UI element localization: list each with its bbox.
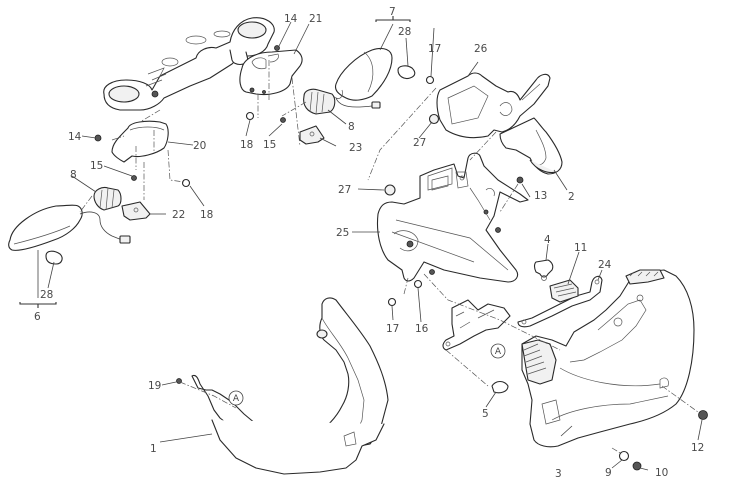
pad-12 (698, 410, 708, 420)
bulb-holder (533, 259, 554, 281)
callout-27-top: 27 (413, 137, 426, 149)
instrument-panel-cover (436, 72, 551, 139)
svg-text:A: A (495, 347, 502, 357)
grommet-5 (491, 380, 509, 394)
callout-21: 21 (309, 13, 322, 25)
svg-text:A: A (233, 394, 240, 404)
callout-18-left: 18 (200, 209, 213, 221)
indicator-rubber-mount-left (93, 186, 122, 211)
screw-14-top (274, 45, 280, 51)
screw-18-left (181, 178, 191, 188)
left-turn-indicator (8, 204, 131, 251)
assembly-bracket-7 (375, 16, 411, 22)
right-indicator-bulb (397, 65, 416, 80)
left-fork-clamp-cover (111, 120, 169, 170)
callout-12: 12 (691, 442, 704, 454)
callout-15-center: 15 (263, 139, 276, 151)
leader-lines (37, 21, 703, 471)
right-turn-indicator (329, 47, 393, 109)
left-indicator-bulb (45, 250, 63, 265)
screw-15-center (280, 117, 286, 123)
callout-14-left: 14 (68, 131, 82, 143)
callout-9: 9 (605, 467, 612, 479)
callout-14-top: 14 (284, 13, 298, 25)
reference-marker-a-left: A (228, 390, 244, 406)
callout-4: 4 (544, 234, 551, 246)
reference-marker-a-right: A (490, 343, 506, 359)
mounting-plate (442, 299, 511, 351)
callout-17-bottom: 17 (386, 323, 399, 335)
screw-18-center (245, 111, 255, 121)
washer-9 (618, 450, 630, 462)
relay-bracket (517, 275, 603, 328)
callout-2: 2 (568, 191, 575, 203)
callout-15-left: 15 (90, 160, 103, 172)
relay (549, 279, 579, 303)
pad-13 (516, 176, 524, 184)
left-indicator-bracket (121, 201, 151, 221)
screw-15-left (131, 175, 137, 181)
callout-7: 7 (389, 6, 396, 18)
callout-8-left: 8 (70, 169, 77, 181)
callout-1: 1 (150, 443, 157, 455)
callout-27-middle: 27 (338, 184, 351, 196)
bushing-27-middle (384, 184, 396, 196)
callout-8-right: 8 (348, 121, 355, 133)
callout-11: 11 (574, 242, 587, 254)
callout-10: 10 (655, 467, 668, 479)
screw-16 (413, 279, 423, 289)
nut-10 (632, 461, 642, 471)
callout-26: 26 (474, 43, 488, 55)
callout-16: 16 (415, 323, 429, 335)
callout-18-center: 18 (240, 139, 253, 151)
top-yoke (103, 17, 275, 111)
callout-19: 19 (148, 380, 161, 392)
callout-25: 25 (336, 227, 349, 239)
callout-28-right: 28 (398, 26, 411, 38)
screw-17-bottom (387, 297, 397, 307)
assembly-axes (79, 60, 699, 455)
callout-28-left: 28 (40, 289, 53, 301)
callout-6: 6 (34, 311, 41, 323)
callout-24: 24 (598, 259, 612, 271)
assembly-bracket-6 (19, 302, 57, 308)
screw-19 (176, 378, 182, 384)
callout-17-top: 17 (428, 43, 441, 55)
callout-23: 23 (349, 142, 362, 154)
right-fork-clamp-cover (239, 49, 303, 96)
callout-22: 22 (172, 209, 185, 221)
indicator-rubber-mount-right (303, 88, 336, 115)
callout-labels: 1 2 3 4 5 6 7 8 8 9 10 11 12 13 14 14 15… (34, 6, 704, 480)
upper-cover (499, 117, 563, 175)
callout-5: 5 (482, 408, 489, 420)
front-fairing-lower (191, 297, 389, 475)
screw-17-top (425, 75, 435, 85)
callout-13: 13 (534, 190, 547, 202)
right-indicator-bracket (299, 125, 325, 145)
fasteners (94, 45, 708, 471)
headlight-unit (521, 269, 695, 448)
callout-3: 3 (555, 468, 562, 480)
bushing-27-top (428, 113, 440, 125)
callout-20: 20 (193, 140, 206, 152)
headlight-support-frame (376, 152, 529, 283)
